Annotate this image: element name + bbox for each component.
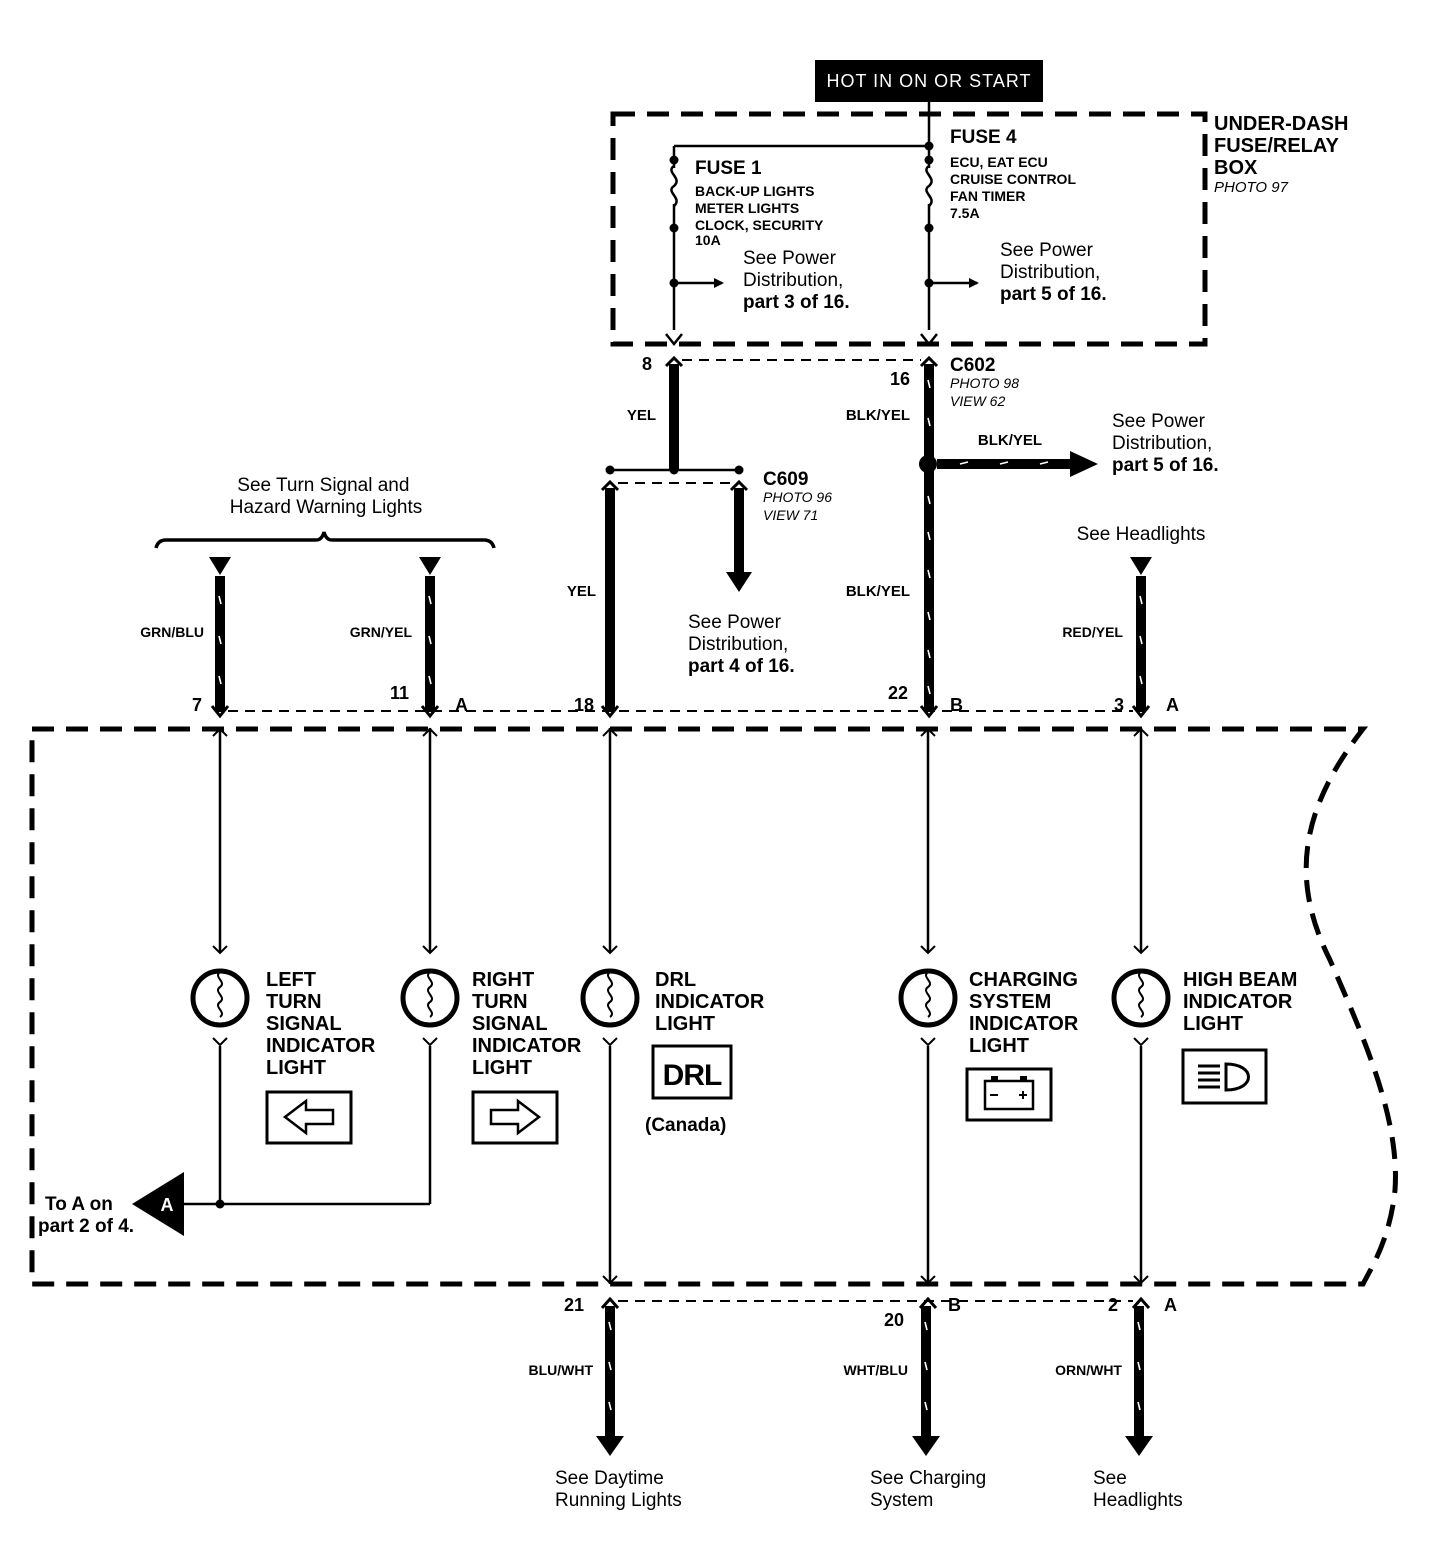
wire-label-blk-yel-lower: BLK/YEL [846,583,910,600]
bulb-drl [580,968,640,1028]
splice-point [919,455,937,473]
c609-name: C609 [763,469,808,490]
charging-system-ref: See Charging System [870,1468,991,1511]
headlights-ref-bottom: See Headlights [1093,1468,1183,1511]
internal-wires [180,728,1143,1284]
wire-label-blu-wht: BLU/WHT [528,1362,593,1378]
drl-light-label: DRL INDICATOR LIGHT [655,969,770,1035]
pin-20-letter: B [948,1295,961,1315]
bottom-connector-pins [600,1296,1151,1309]
wire-label-red-yel: RED/YEL [1062,624,1123,640]
wire-label-yel-lower: YEL [567,583,596,600]
to-a-ref: To A on part 2 of 4. [38,1194,134,1237]
charging-light-label: CHARGING SYSTEM INDICATOR LIGHT [969,969,1084,1057]
turn-signal-ref: See Turn Signal and Hazard Warning Light… [230,475,423,518]
wire-label-grn-yel: GRN/YEL [350,624,413,640]
right-arrow-icon [471,1090,559,1145]
pin-22: 22 [888,683,908,703]
pin-2: 2 [1108,1295,1118,1315]
left-arrow-icon [265,1090,353,1145]
bulb-left-turn [190,968,250,1028]
c602-pin-left: 8 [642,354,652,374]
c602-view: VIEW 62 [950,393,1005,409]
svg-text:HOT IN ON OR START: HOT IN ON OR START [826,71,1031,91]
svg-text:DRL: DRL [663,1059,722,1092]
right-turn-light-label: RIGHT TURN SIGNAL INDICATOR LIGHT [472,969,587,1079]
fuse-4-name: FUSE 4 [950,127,1017,148]
bulb-charging [898,968,958,1028]
top-connector-pins [210,705,1151,719]
wire-label-orn-wht: ORN/WHT [1055,1362,1122,1378]
bulb-right-turn [400,968,460,1028]
pin-18: 18 [574,695,594,715]
fuse-1-power-ref: See Power Distribution, part 3 of 16. [743,248,850,313]
fuse-4-description: ECU, EAT ECU CRUISE CONTROL FAN TIMER 7.… [950,154,1080,221]
bulb-high-beam [1111,968,1171,1028]
pin-2-letter: A [1164,1295,1177,1315]
daytime-running-lights-ref: See Daytime Running Lights [555,1468,682,1511]
wire-label-yel-upper: YEL [627,407,656,424]
fuse-4-power-ref: See Power Distribution, part 5 of 16. [1000,240,1107,305]
hot-in-on-or-start-label: HOT IN ON OR START [815,60,1043,102]
drl-icon: DRL [651,1044,733,1100]
c602-photo: PHOTO 98 [950,375,1019,391]
pin-7: 7 [192,695,202,715]
splice-wire-label: BLK/YEL [978,432,1042,449]
left-turn-light-label: LEFT TURN SIGNAL INDICATOR LIGHT [266,969,381,1079]
pin-22-letter: B [950,695,963,715]
pin-3: 3 [1114,695,1124,715]
splice-power-ref: See Power Distribution, part 5 of 16. [1112,411,1219,476]
pin-3-letter: A [1166,695,1179,715]
wire-stripes [218,379,1143,695]
pin-11-letter: A [455,695,468,715]
wire-label-blk-yel-upper: BLK/YEL [846,407,910,424]
gauge-assembly-outline [29,726,1398,1287]
fuse-box-photo: PHOTO 97 [1214,179,1289,196]
c602-name: C602 [950,355,995,376]
fuse-1-description: BACK-UP LIGHTS METER LIGHTS CLOCK, SECUR… [695,183,827,248]
c609-power-ref: See Power Distribution, part 4 of 16. [688,612,795,677]
wire-label-grn-blu: GRN/BLU [140,624,204,640]
pin-21: 21 [564,1295,584,1315]
to-a-connector: A [132,1172,184,1236]
pin-11: 11 [390,683,409,703]
c609-view: VIEW 71 [763,507,818,523]
pin-20: 20 [884,1310,904,1330]
high-beam-icon [1181,1048,1268,1105]
fuse-box-title: UNDER-DASH FUSE/RELAY BOX [1214,113,1354,179]
svg-text:A: A [161,1195,174,1215]
c609-photo: PHOTO 96 [763,489,832,505]
c602-pin-right: 16 [890,369,910,389]
turn-signal-bracket [154,531,496,549]
drl-canada-note: (Canada) [645,1115,726,1136]
fuse-1-name: FUSE 1 [695,158,762,179]
high-beam-light-label: HIGH BEAM INDICATOR LIGHT [1183,969,1303,1035]
battery-icon [965,1067,1053,1122]
headlights-ref-top: See Headlights [1077,524,1206,545]
wire-label-wht-blu: WHT/BLU [843,1362,908,1378]
